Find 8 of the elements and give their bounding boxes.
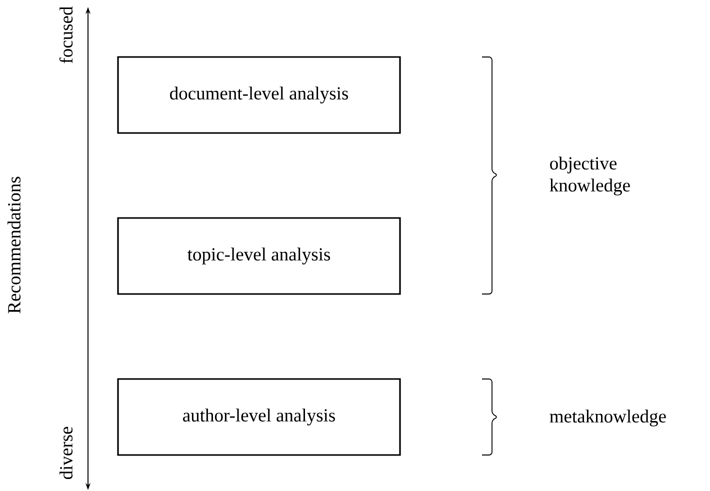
bracket-label: metaknowledge <box>550 410 666 426</box>
axis-label: diverse <box>59 426 73 480</box>
process-box: document-level analysis <box>117 56 401 134</box>
axis-label: Recommendations <box>7 176 21 314</box>
process-box: author-level analysis <box>117 378 401 456</box>
process-box: topic-level analysis <box>117 217 401 295</box>
axis-label: focused <box>59 6 73 64</box>
bracket-label: objective knowledge <box>550 156 630 196</box>
